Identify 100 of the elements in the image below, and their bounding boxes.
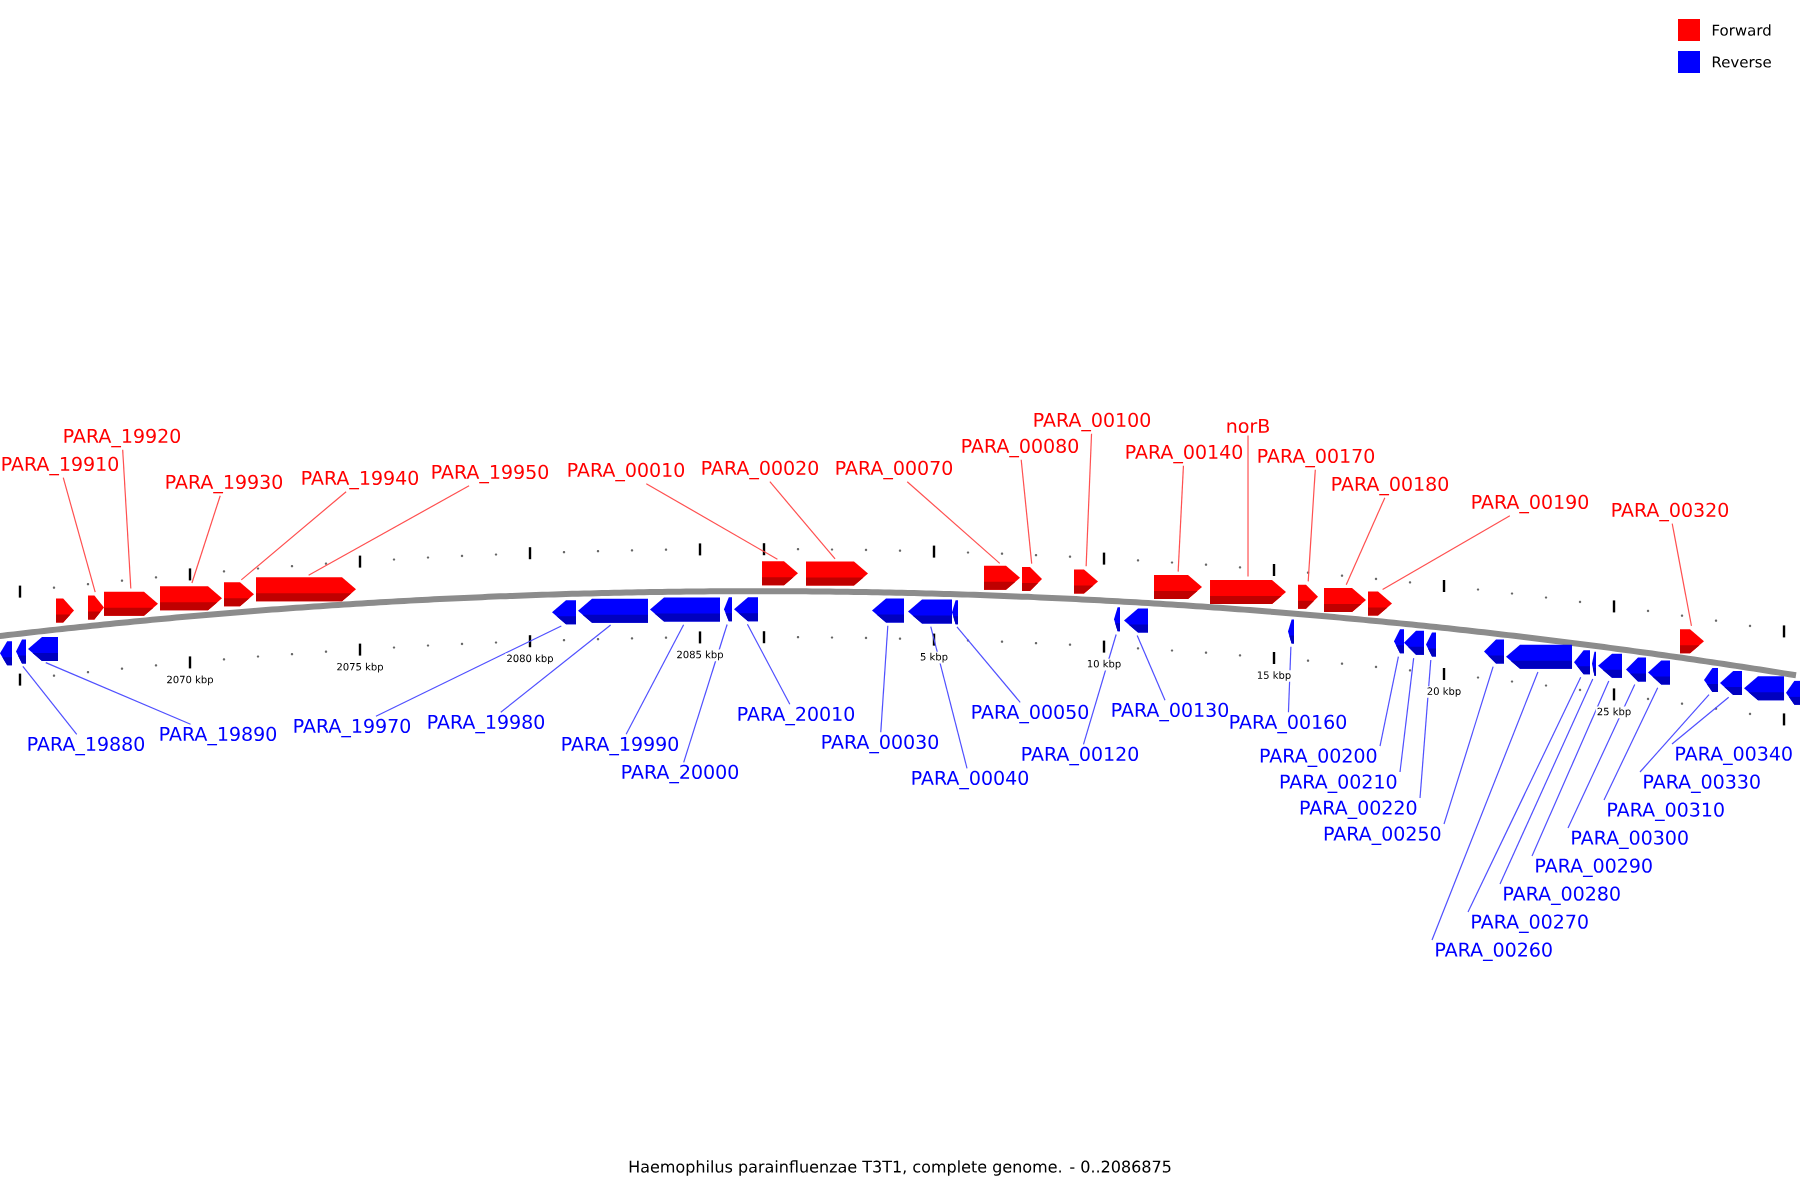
- gene-label: PARA_00160: [1230, 714, 1347, 734]
- gene-label: PARA_00120: [1022, 746, 1139, 766]
- gene-label: PARA_00320: [1612, 502, 1729, 522]
- caption: Haemophilus parainfluenzae T3T1, complete genome. - 0..2086875: [629, 1160, 1171, 1176]
- gene-label: PARA_00330: [1644, 774, 1760, 793]
- leader-line: [500, 624, 612, 713]
- gene-label: PARA_00020: [702, 460, 819, 480]
- gene-label: PARA_19890: [160, 726, 277, 746]
- gene-label: PARA_00170: [1258, 448, 1375, 468]
- gene-block: [224, 582, 254, 607]
- gene-block: [952, 600, 958, 625]
- leader-line: [930, 626, 968, 769]
- gene-block: [1074, 569, 1098, 594]
- gene-label: PARA_19910: [2, 456, 119, 476]
- gene-block: [16, 639, 26, 664]
- gene-block: [88, 595, 104, 620]
- leader-line: [308, 485, 470, 576]
- gene-block: [1484, 639, 1504, 664]
- leader-line: [240, 491, 347, 581]
- leader-line: [1531, 680, 1610, 857]
- gene-label: PARA_00290: [1536, 858, 1652, 877]
- gene-label: PARA_00010: [568, 462, 685, 482]
- gene-block: [1574, 650, 1590, 675]
- gene-block: [806, 561, 868, 586]
- gene-block: [1786, 680, 1800, 705]
- gene-block: [908, 599, 952, 624]
- leader-line: [1136, 634, 1166, 701]
- gene-label: PARA_00130: [1112, 702, 1229, 722]
- gene-block: [1704, 668, 1718, 692]
- leader-line: [1379, 655, 1399, 747]
- gene-label: PARA_19980: [428, 714, 545, 734]
- leader-line: [625, 624, 685, 735]
- gene-block: [724, 597, 732, 622]
- gene-label: PARA_00340: [1676, 746, 1792, 765]
- gene-block: [1124, 608, 1148, 633]
- gene-label: PARA_19880: [28, 736, 145, 756]
- leader-line: [122, 449, 132, 589]
- leader-line: [1177, 465, 1185, 573]
- leader-line: [45, 662, 192, 725]
- leader-line: [1345, 497, 1386, 586]
- gene-block: [56, 598, 74, 623]
- gene-label: PARA_00260: [1436, 942, 1552, 961]
- leader-line: [1467, 676, 1582, 913]
- leader-line: [1443, 666, 1494, 825]
- leader-line: [1307, 469, 1316, 582]
- leader-line: [1382, 515, 1511, 591]
- gene-label: PARA_20000: [622, 764, 739, 784]
- gene-block: [1210, 580, 1286, 604]
- gene-block: [0, 641, 12, 666]
- leader-line: [1020, 459, 1033, 565]
- leader-line: [645, 483, 778, 560]
- leader-line: [191, 495, 221, 584]
- gene-label: PARA_19930: [166, 474, 283, 494]
- gene-block: [552, 600, 576, 625]
- gene-label: PARA_00040: [912, 770, 1029, 790]
- gene-block: [1298, 584, 1318, 609]
- gene-block: [1368, 591, 1392, 616]
- leader-line: [1247, 434, 1249, 578]
- leader-line: [1085, 433, 1093, 567]
- gene-label: PARA_00310: [1608, 802, 1724, 821]
- leader-line: [956, 626, 1021, 703]
- gene-label: PARA_00070: [836, 460, 953, 480]
- gene-label: PARA_00220: [1300, 800, 1417, 819]
- gene-block: [872, 598, 904, 623]
- leader-line: [1639, 694, 1710, 773]
- gene-label: PARA_00180: [1332, 476, 1449, 496]
- gene-label: PARA_00080: [962, 438, 1079, 458]
- gene-block: [1598, 653, 1622, 678]
- gene-label: PARA_19970: [294, 718, 411, 738]
- gene-label: PARA_00280: [1504, 886, 1620, 905]
- gene-label: PARA_00210: [1280, 774, 1397, 793]
- gene-label: PARA_00030: [822, 734, 939, 754]
- leader-line: [22, 665, 78, 735]
- gene-label: PARA_00050: [972, 704, 1089, 724]
- gene-block: [984, 565, 1020, 590]
- gene-label: PARA_19990: [562, 736, 679, 756]
- leader-line: [769, 481, 836, 560]
- gene-block: [1720, 671, 1742, 695]
- gene-label: PARA_00190: [1472, 494, 1589, 514]
- leader-line: [1082, 633, 1117, 745]
- leader-line: [1431, 671, 1539, 941]
- leader-line: [1499, 678, 1594, 885]
- leader-line: [880, 625, 889, 733]
- gene-label: PARA_00270: [1472, 914, 1588, 933]
- leader-line: [906, 481, 1001, 564]
- gene-block: [1324, 588, 1366, 612]
- leader-line: [1419, 659, 1432, 799]
- leader-line: [746, 623, 791, 705]
- gene-block: [1022, 567, 1042, 591]
- leader-line: [62, 477, 96, 593]
- leader-line: [1671, 696, 1730, 745]
- gene-label: PARA_00140: [1126, 444, 1243, 464]
- gene-block: [1288, 619, 1294, 644]
- gene-block: [650, 597, 720, 622]
- gene-block: [1154, 575, 1202, 599]
- gene-label: PARA_19950: [432, 464, 549, 484]
- leader-line: [1671, 523, 1693, 627]
- gene-label: PARA_20010: [738, 706, 855, 726]
- leader-line: [683, 623, 728, 763]
- gene-label: PARA_19940: [302, 470, 419, 490]
